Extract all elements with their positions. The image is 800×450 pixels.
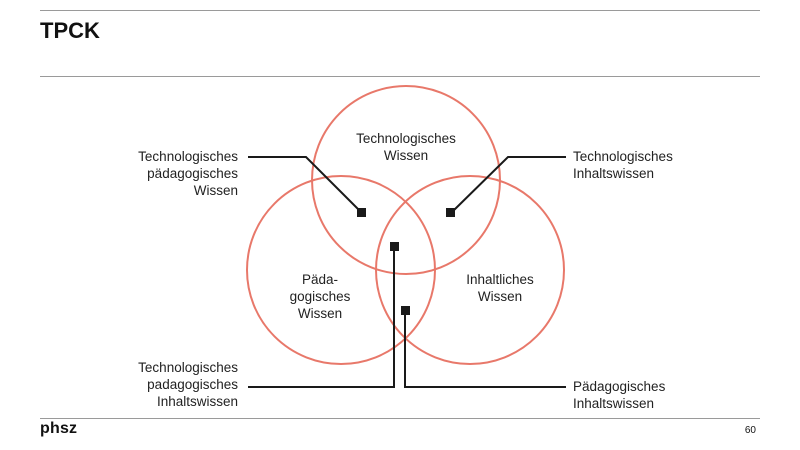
label-line: padagogisches: [147, 377, 238, 392]
pck-connector: [404, 311, 566, 388]
label-line: Technologisches: [138, 360, 238, 375]
pck-marker: [401, 306, 410, 315]
technology-knowledge-label: Technologisches Wissen: [336, 130, 476, 164]
label-line: Technologisches: [573, 149, 673, 164]
pedagogy-circle: [246, 175, 436, 365]
label-line: Technologisches: [356, 131, 456, 146]
label-line: Inhaltswissen: [573, 166, 655, 181]
label-line: Wissen: [383, 148, 429, 163]
label-line: Wissen: [477, 289, 523, 304]
pck-callout-label: Pädagogisches Inhaltswissen: [573, 378, 723, 412]
content-circle: [375, 175, 565, 365]
tpk-marker: [357, 208, 366, 217]
tpck-callout-label: Technologisches padagogisches Inhaltswis…: [90, 359, 238, 410]
tck-callout-label: Technologisches Inhaltswissen: [573, 148, 723, 182]
technology-circle: [311, 85, 501, 275]
label-line: Päda-: [301, 272, 339, 287]
label-line: Wissen: [297, 306, 343, 321]
top-rule: [40, 10, 760, 11]
content-knowledge-label: Inhaltliches Wissen: [450, 271, 550, 305]
tpk-connector: [248, 156, 363, 214]
label-line: Wissen: [193, 183, 238, 198]
label-line: Technologisches: [138, 149, 238, 164]
label-line: pädagogisches: [147, 166, 238, 181]
label-line: Inhaltliches: [466, 272, 534, 287]
label-line: Inhaltswissen: [156, 394, 238, 409]
pedagogy-knowledge-label: Päda- gogisches Wissen: [280, 271, 360, 322]
tck-connector: [450, 156, 566, 214]
label-line: gogisches: [289, 289, 351, 304]
slide-title: TPCK: [40, 18, 100, 43]
tpck-connector: [248, 247, 395, 388]
tpk-callout-label: Technologisches pädagogisches Wissen: [90, 148, 238, 199]
tpck-marker: [390, 242, 399, 251]
title-divider: [40, 76, 760, 77]
footer-rule: [40, 418, 760, 419]
label-line: Inhaltswissen: [573, 396, 655, 411]
label-line: Pädagogisches: [573, 379, 666, 394]
phsz-logo: phsz: [40, 420, 78, 437]
page-number: 60: [744, 425, 756, 436]
tck-marker: [446, 208, 455, 217]
